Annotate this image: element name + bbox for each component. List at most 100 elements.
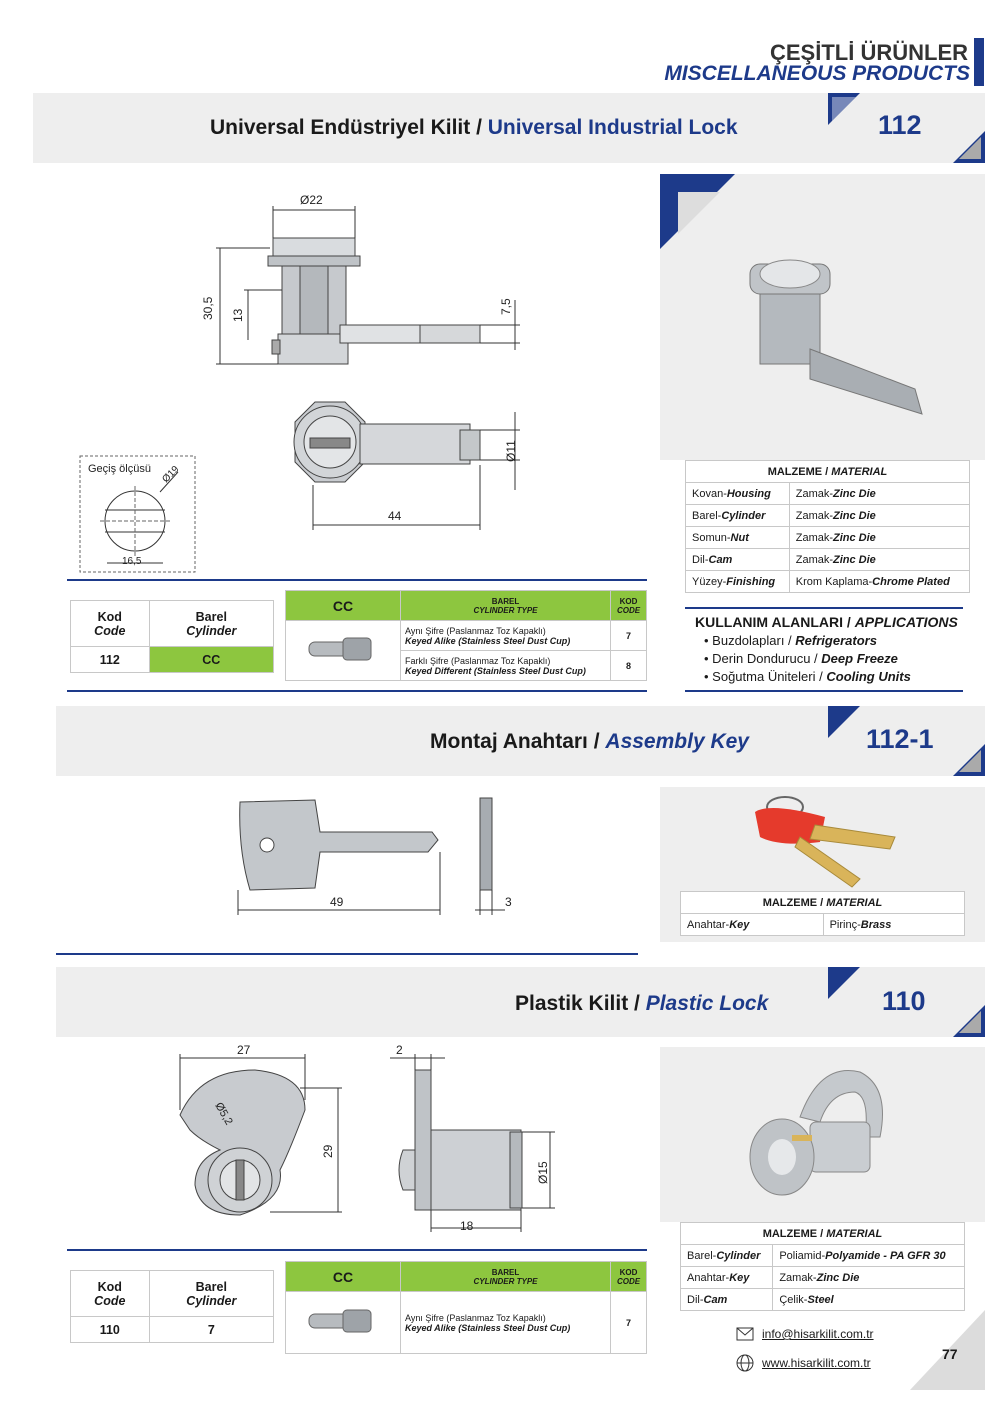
mat3-part-1: Barel-Cylinder bbox=[679, 1244, 774, 1267]
header-title-en: MISCELLANEOUS PRODUCTS bbox=[664, 62, 970, 85]
dim-2: 2 bbox=[396, 1043, 403, 1057]
plastic-lock-image bbox=[749, 1070, 883, 1196]
section2-title-tr: Montaj Anahtarı / bbox=[430, 730, 600, 753]
cyl-row-1: Aynı Şifre (Paslanmaz Toz Kapaklı)Keyed … bbox=[400, 620, 611, 651]
dim-49: 49 bbox=[330, 895, 344, 909]
footer-email[interactable]: info@hisarkilit.com.tr bbox=[736, 1326, 874, 1342]
section1-title: Universal Endüstriyel Kilit / Universal … bbox=[210, 116, 738, 140]
footer-email-link[interactable]: info@hisarkilit.com.tr bbox=[762, 1327, 874, 1341]
app-item-1: • Buzdolapları / Refrigerators bbox=[704, 633, 877, 648]
page-number: 77 bbox=[942, 1346, 958, 1362]
mat3-value-2: Zamak-Zinc Die bbox=[772, 1266, 965, 1289]
footer-page-corner bbox=[910, 1310, 985, 1390]
cylinder-value: CC bbox=[148, 646, 275, 673]
section3-photo bbox=[660, 1047, 985, 1222]
section1-rule-upper bbox=[67, 579, 647, 581]
material3-header: MALZEME / MATERIAL bbox=[680, 1222, 965, 1245]
section2-corner-accents bbox=[828, 706, 985, 776]
section3-title-en: Plastic Lock bbox=[645, 992, 769, 1015]
section3-corner-accents bbox=[828, 967, 985, 1037]
section1-corner-accents bbox=[828, 93, 985, 163]
header-title-tr: ÇEŞİTLİ ÜRÜNLER bbox=[770, 40, 968, 65]
dim-305: 30,5 bbox=[201, 296, 215, 320]
apps-rule-bottom bbox=[685, 690, 963, 692]
code-value: 112 bbox=[70, 646, 150, 673]
dim-165: 16,5 bbox=[122, 556, 142, 567]
globe-icon bbox=[736, 1354, 754, 1372]
mat3-value-3: Çelik-Steel bbox=[772, 1288, 965, 1311]
cc3-header: CC bbox=[285, 1261, 401, 1292]
section1-photo bbox=[660, 174, 985, 460]
cyl-row-2-code: 8 bbox=[610, 650, 647, 681]
dim-d19: Ø19 bbox=[160, 464, 181, 485]
cylinder3-key-image bbox=[285, 1291, 401, 1354]
mat-part-4: Dil-Cam bbox=[685, 548, 790, 571]
section1-technical-drawing: Ø22 30,5 13 7,5 Ø11 44 Geçiş ölçüsü Ø19 … bbox=[79, 193, 520, 573]
section1-title-tr: Universal Endüstriyel Kilit / bbox=[210, 116, 482, 139]
header-accent-bar bbox=[974, 38, 984, 86]
mat-value-3: Zamak-Zinc Die bbox=[788, 526, 971, 549]
apps-rule-top bbox=[685, 607, 963, 609]
dim-75: 7,5 bbox=[499, 298, 513, 315]
footer-web[interactable]: www.hisarkilit.com.tr bbox=[736, 1354, 871, 1372]
section1-number: 112 bbox=[878, 110, 922, 140]
section3-title-tr: Plastik Kilit / bbox=[515, 992, 640, 1015]
cylinder-key-icon bbox=[308, 637, 372, 660]
dim-d11: Ø11 bbox=[504, 440, 518, 462]
dim-29: 29 bbox=[321, 1144, 335, 1158]
dim-d15: Ø15 bbox=[536, 1161, 550, 1184]
section3-technical-drawing: 27 Ø5,2 29 2 Ø15 18 bbox=[179, 1043, 555, 1233]
universal-lock-image bbox=[660, 174, 923, 415]
mat-part-1: Kovan-Housing bbox=[685, 482, 790, 505]
cylinder3-key-icon bbox=[308, 1309, 372, 1332]
section3-title: Plastik Kilit / Plastic Lock bbox=[515, 992, 768, 1016]
code3-value: 110 bbox=[70, 1316, 150, 1343]
dim-18: 18 bbox=[460, 1219, 474, 1233]
cyl-row-2: Farklı Şifre (Paslanmaz Toz Kapaklı)Keye… bbox=[400, 650, 611, 681]
mat-part-2: Barel-Cylinder bbox=[685, 504, 790, 527]
mat3-part-3: Dil-Cam bbox=[679, 1288, 774, 1311]
dim-3: 3 bbox=[505, 895, 512, 909]
mat3-value-1: Poliamid-Polyamide - PA GFR 30 bbox=[772, 1244, 965, 1267]
app-item-3: • Soğutma Üniteleri / Cooling Units bbox=[704, 669, 911, 684]
section2-title: Montaj Anahtarı / Assembly Key bbox=[430, 730, 749, 754]
front-view bbox=[293, 401, 481, 483]
section2-number: 112-1 bbox=[866, 724, 934, 754]
section2-rule bbox=[56, 953, 638, 955]
assembly-key-image bbox=[755, 796, 896, 888]
material-header: MALZEME / MATERIAL bbox=[685, 460, 970, 483]
dim-27: 27 bbox=[237, 1043, 251, 1057]
mat-value-5: Krom Kaplama-Chrome Plated bbox=[788, 570, 971, 593]
section2-technical-drawing: 49 3 bbox=[237, 797, 512, 915]
section1-band bbox=[33, 93, 985, 163]
mat2-part-1: Anahtar-Key bbox=[680, 913, 824, 936]
footer-web-link[interactable]: www.hisarkilit.com.tr bbox=[762, 1356, 871, 1370]
section2-title-en: Assembly Key bbox=[605, 730, 749, 753]
app-item-2: • Derin Dondurucu / Deep Freeze bbox=[704, 651, 898, 666]
mat2-value-1: Pirinç-Brass bbox=[822, 913, 966, 936]
mat-part-3: Somun-Nut bbox=[685, 526, 790, 549]
mat-value-4: Zamak-Zinc Die bbox=[788, 548, 971, 571]
cylinder3-value: 7 bbox=[148, 1316, 275, 1343]
mat-value-1: Zamak-Zinc Die bbox=[788, 482, 971, 505]
cylinder-key-image bbox=[285, 620, 401, 681]
cyl-row-1-code: 7 bbox=[610, 620, 647, 651]
mat-value-2: Zamak-Zinc Die bbox=[788, 504, 971, 527]
mat3-part-2: Anahtar-Key bbox=[679, 1266, 774, 1289]
applications-list: • Buzdolapları / Refrigerators • Derin D… bbox=[704, 632, 911, 686]
applications-title: KULLANIM ALANLARI / APPLICATIONS bbox=[695, 614, 958, 630]
section3-rule-upper bbox=[67, 1249, 647, 1251]
dim-d22: Ø22 bbox=[300, 193, 323, 207]
